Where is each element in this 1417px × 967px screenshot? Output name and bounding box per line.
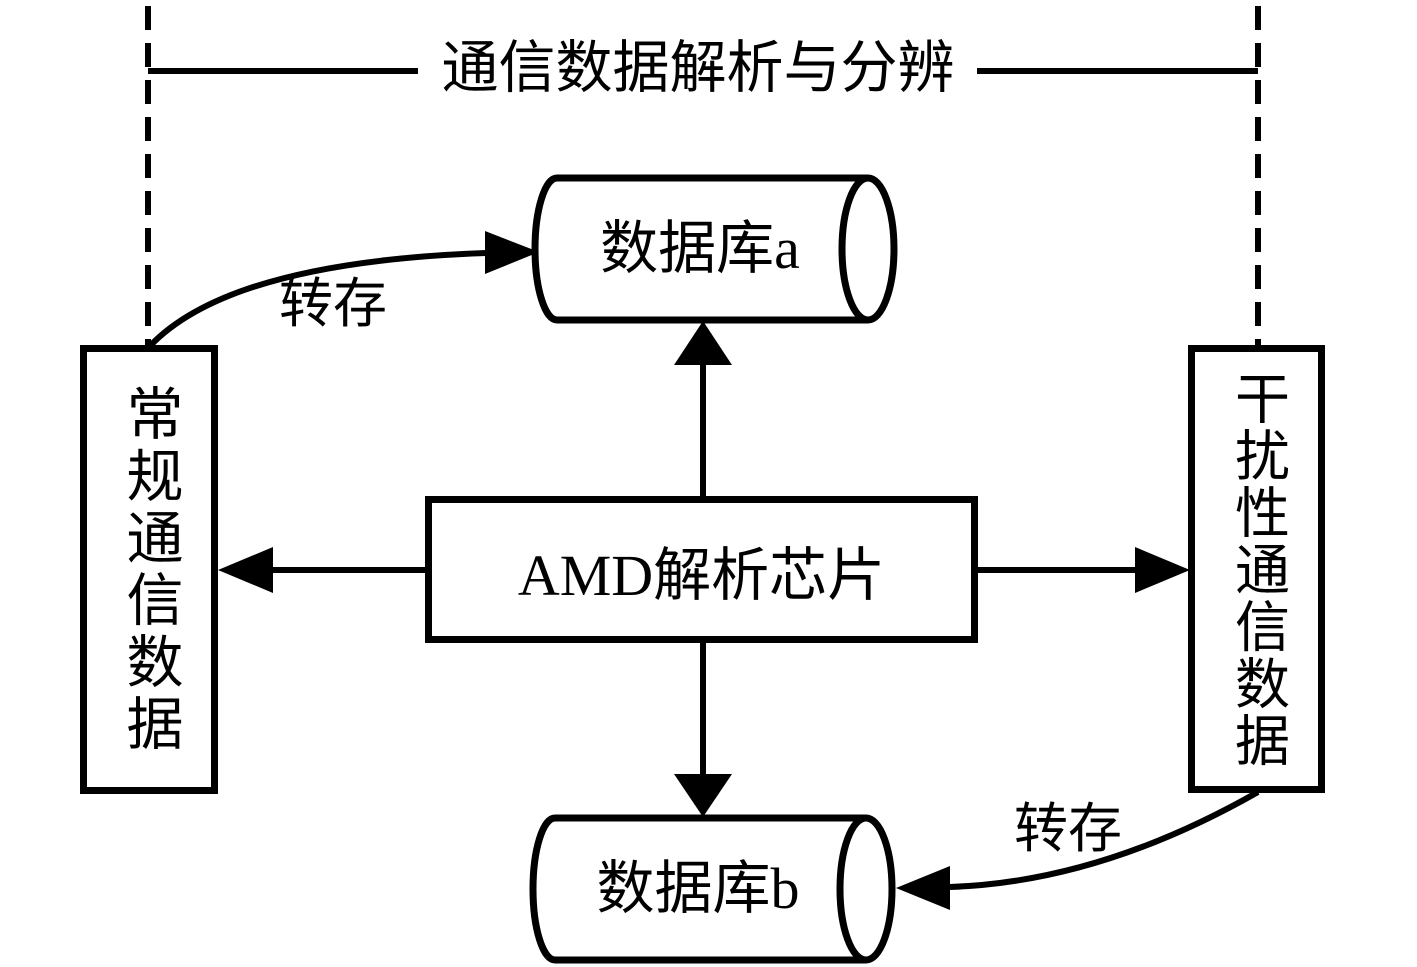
arrow-head — [218, 547, 273, 593]
database-b-label: 数据库b — [596, 856, 800, 921]
transfer-label-right: 转存 — [1014, 799, 1122, 859]
arrow-head — [1135, 547, 1190, 593]
arrow-amd-to-database-b — [674, 642, 732, 817]
database-b-cylinder — [529, 814, 896, 964]
diagram-title: 通信数据解析与分辨 — [441, 37, 955, 100]
arrow-amd-to-interference-comm — [977, 547, 1190, 593]
curve-shaft — [147, 250, 487, 349]
arrow-head — [674, 774, 732, 817]
database-a-cylinder-back-arc — [531, 174, 558, 324]
database-a-cylinder-face — [838, 174, 898, 324]
arrow-head — [896, 866, 950, 910]
database-b-cylinder-body — [555, 814, 866, 964]
database-a-cylinder-body — [557, 174, 868, 324]
arrow-head — [485, 231, 539, 274]
node-interference-comm-data-label: 干扰性通信数据 — [1226, 369, 1288, 769]
arrow-head — [674, 321, 732, 365]
node-normal-comm-data: 常规通信数据 — [80, 345, 218, 794]
arrow-amd-to-normal-comm — [218, 547, 425, 593]
node-normal-comm-data-label: 常规通信数据 — [118, 383, 181, 756]
node-interference-comm-data: 干扰性通信数据 — [1188, 345, 1325, 793]
database-b-cylinder-face — [836, 814, 896, 964]
database-a-label: 数据库a — [600, 216, 800, 281]
transfer-label-left: 转存 — [279, 274, 387, 334]
node-amd-chip: AMD解析芯片 — [425, 496, 978, 643]
node-amd-chip-label: AMD解析芯片 — [517, 542, 886, 608]
curve-shaft — [949, 789, 1260, 890]
arrow-amd-to-database-a — [674, 321, 732, 497]
database-b-cylinder-back-arc — [529, 814, 556, 964]
curved-arrow-interference-comm-to-database-b — [896, 789, 1260, 910]
curved-arrow-normal-comm-to-database-a — [147, 231, 539, 349]
database-a-cylinder — [531, 174, 898, 324]
